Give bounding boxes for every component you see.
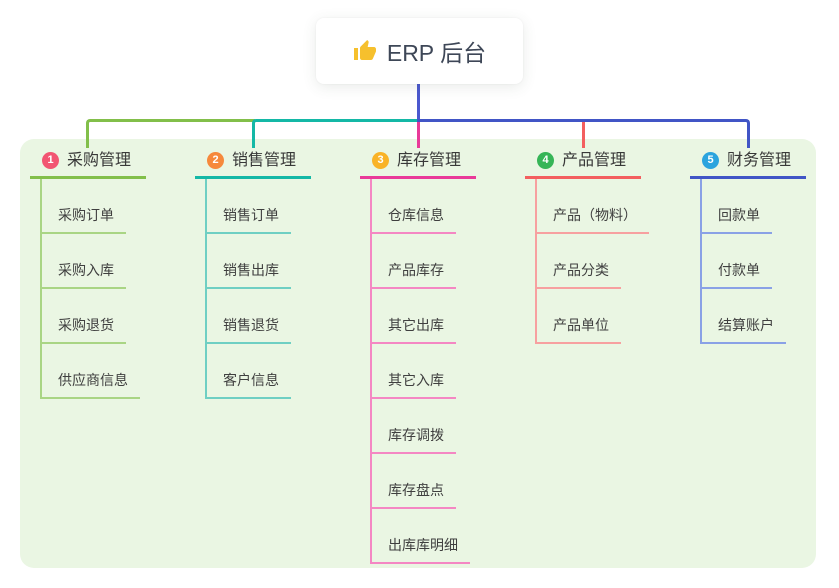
child-topic[interactable]: 客户信息	[205, 370, 291, 399]
child-topic[interactable]: 供应商信息	[40, 370, 140, 399]
child-topic[interactable]: 采购订单	[40, 205, 126, 234]
branch-inventory: 3 库存管理 仓库信息 产品库存 其它出库 其它入库 库存调拨 库存盘点	[360, 150, 525, 564]
child-topic[interactable]: 销售订单	[205, 205, 291, 234]
branch-number-badge: 4	[537, 152, 554, 169]
child-topic[interactable]: 采购退货	[40, 315, 126, 344]
child-topic[interactable]: 产品库存	[370, 260, 456, 289]
branch-child-connector	[40, 178, 42, 399]
child-row: 其它入库	[360, 344, 525, 399]
branch-child-connector	[700, 178, 702, 344]
child-topic[interactable]: 仓库信息	[370, 205, 456, 234]
child-topic[interactable]: 销售退货	[205, 315, 291, 344]
child-row: 付款单	[690, 234, 839, 289]
branch-finance: 5 财务管理 回款单 付款单 结算账户	[690, 150, 839, 344]
drop-connector-product	[582, 122, 585, 148]
branch-sales: 2 销售管理 销售订单 销售出库 销售退货 客户信息	[195, 150, 360, 399]
branch-topic-sales[interactable]: 2 销售管理	[195, 152, 311, 179]
child-row: 回款单	[690, 179, 839, 234]
child-row: 销售订单	[195, 179, 360, 234]
branch-children: 仓库信息 产品库存 其它出库 其它入库 库存调拨 库存盘点 出库库明细	[360, 178, 525, 564]
child-row: 产品（物料）	[525, 179, 690, 234]
child-row: 产品单位	[525, 289, 690, 344]
branch-topic-inventory[interactable]: 3 库存管理	[360, 152, 476, 179]
child-topic[interactable]: 产品单位	[535, 315, 621, 344]
branch-title: 库存管理	[397, 151, 462, 169]
branch-children: 销售订单 销售出库 销售退货 客户信息	[195, 178, 360, 399]
branch-purchase: 1 采购管理 采购订单 采购入库 采购退货 供应商信息	[30, 150, 195, 399]
bus-connector-sales	[252, 119, 420, 148]
child-row: 库存调拨	[360, 399, 525, 454]
child-row: 仓库信息	[360, 179, 525, 234]
child-row: 出库库明细	[360, 509, 525, 564]
branch-child-connector	[370, 178, 372, 564]
child-row: 供应商信息	[30, 344, 195, 399]
child-topic[interactable]: 库存盘点	[370, 480, 456, 509]
child-row: 其它出库	[360, 289, 525, 344]
child-topic[interactable]: 其它入库	[370, 370, 456, 399]
child-topic[interactable]: 产品（物料）	[535, 205, 649, 234]
child-row: 库存盘点	[360, 454, 525, 509]
root-label: ERP 后台	[386, 40, 487, 66]
child-row: 采购退货	[30, 289, 195, 344]
child-topic[interactable]: 销售出库	[205, 260, 291, 289]
thumbs-up-icon	[353, 40, 376, 60]
branch-child-connector	[205, 178, 207, 399]
branch-topic-product[interactable]: 4 产品管理	[525, 152, 641, 179]
branch-number-badge: 2	[207, 152, 224, 169]
branch-children: 采购订单 采购入库 采购退货 供应商信息	[30, 178, 195, 399]
child-row: 产品分类	[525, 234, 690, 289]
branch-title: 产品管理	[562, 151, 627, 169]
child-topic[interactable]: 其它出库	[370, 315, 456, 344]
drop-connector-inventory	[417, 122, 420, 148]
branch-number-badge: 3	[372, 152, 389, 169]
child-row: 销售退货	[195, 289, 360, 344]
branch-title: 财务管理	[727, 151, 792, 169]
root-node[interactable]: ERP 后台	[316, 18, 523, 84]
child-row: 客户信息	[195, 344, 360, 399]
child-row: 采购入库	[30, 234, 195, 289]
branch-title: 采购管理	[67, 151, 132, 169]
branch-children: 回款单 付款单 结算账户	[690, 178, 839, 344]
child-topic[interactable]: 回款单	[700, 205, 772, 234]
branch-number-badge: 5	[702, 152, 719, 169]
bus-connector-purchase	[86, 119, 255, 148]
child-topic[interactable]: 出库库明细	[370, 535, 470, 564]
child-topic[interactable]: 付款单	[700, 260, 772, 289]
child-topic[interactable]: 产品分类	[535, 260, 621, 289]
root-connector-line	[417, 83, 420, 122]
branch-number-badge: 1	[42, 152, 59, 169]
child-row: 销售出库	[195, 234, 360, 289]
bus-connector-finance	[417, 119, 750, 148]
child-topic[interactable]: 库存调拨	[370, 425, 456, 454]
branch-topic-finance[interactable]: 5 财务管理	[690, 152, 806, 179]
child-topic[interactable]: 结算账户	[700, 315, 786, 344]
child-topic[interactable]: 采购入库	[40, 260, 126, 289]
child-row: 产品库存	[360, 234, 525, 289]
branches-background-panel	[20, 139, 816, 568]
branch-children: 产品（物料） 产品分类 产品单位	[525, 178, 690, 344]
branch-product: 4 产品管理 产品（物料） 产品分类 产品单位	[525, 150, 690, 344]
child-row: 采购订单	[30, 179, 195, 234]
child-row: 结算账户	[690, 289, 839, 344]
branch-child-connector	[535, 178, 537, 344]
branch-title: 销售管理	[232, 151, 297, 169]
branch-topic-purchase[interactable]: 1 采购管理	[30, 152, 146, 179]
